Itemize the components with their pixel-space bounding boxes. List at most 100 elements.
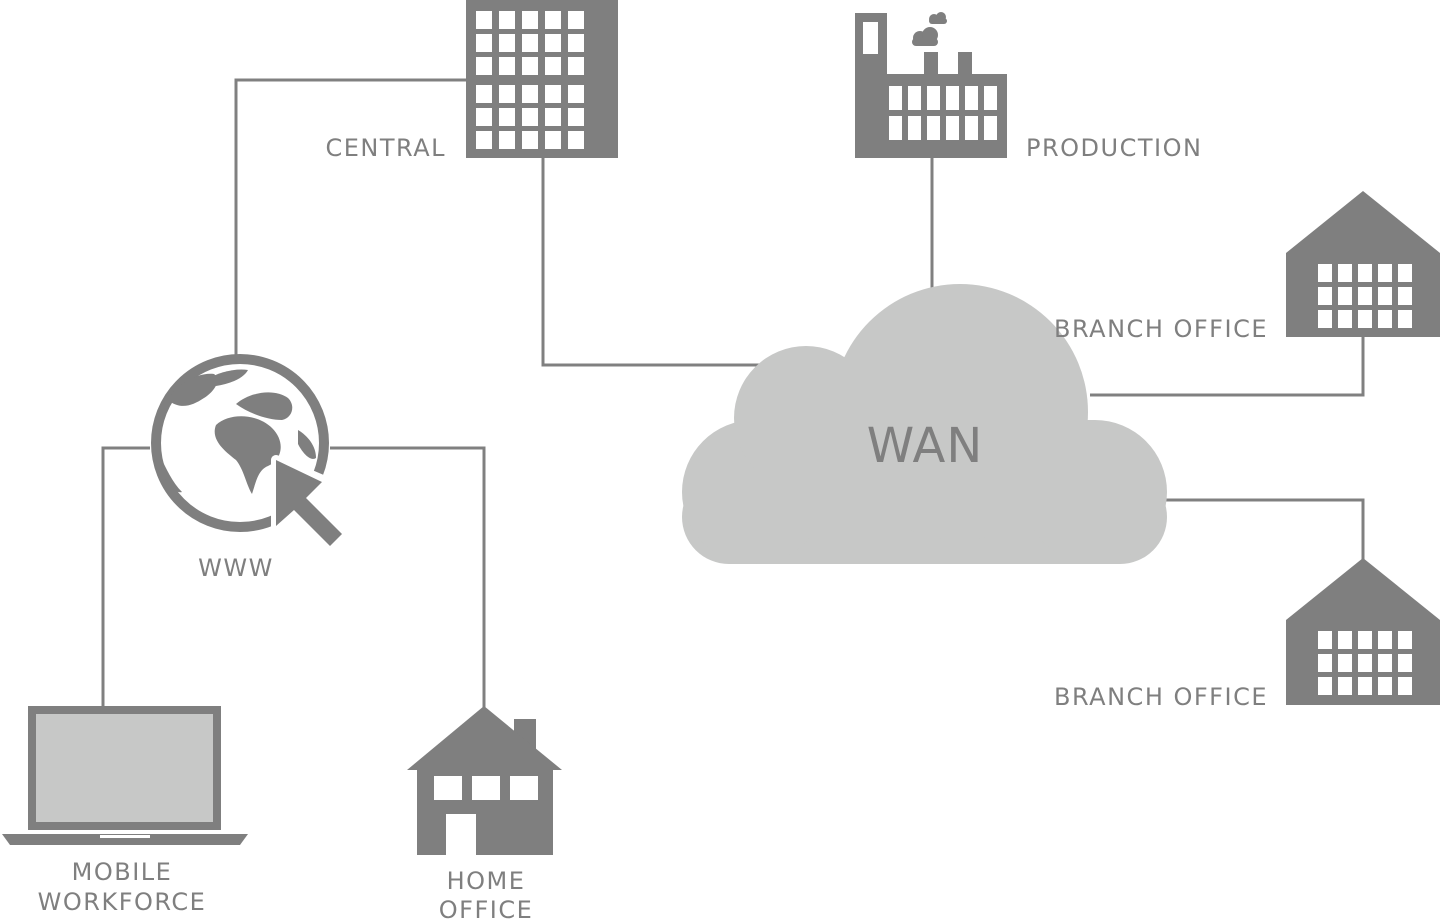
window: [1318, 631, 1332, 649]
window: [1338, 654, 1352, 672]
window: [568, 57, 584, 75]
window: [1398, 654, 1412, 672]
window: [476, 11, 492, 29]
window: [946, 116, 959, 140]
window: [927, 116, 940, 140]
window: [1398, 310, 1412, 328]
window: [499, 34, 515, 52]
warehouse-building-icon: [1286, 191, 1440, 337]
smoke-cloud-icon: [912, 12, 947, 46]
office-tower-icon: [466, 0, 618, 158]
window: [1378, 654, 1392, 672]
branch-office-node-1: BRANCH OFFICE: [1054, 191, 1440, 343]
window: [984, 86, 997, 110]
window: [499, 11, 515, 29]
window: [1318, 287, 1332, 305]
branch-office-label-2: BRANCH OFFICE: [1054, 683, 1268, 711]
mobile-workforce-node: MOBILE WORKFORCE: [2, 706, 248, 916]
window: [499, 108, 515, 126]
connector-central-www: [234, 78, 467, 355]
window: [1378, 264, 1392, 282]
window: [1358, 631, 1372, 649]
globe-with-cursor-icon: [151, 354, 355, 561]
central-node: CENTRAL: [325, 0, 618, 162]
window: [889, 86, 902, 110]
laptop-icon: [2, 706, 248, 845]
central-label: CENTRAL: [325, 134, 446, 162]
wan-cloud: WAN: [682, 284, 1167, 564]
home-office-label-line1: HOME: [447, 867, 526, 895]
connector-branch2-wan: [1165, 498, 1365, 560]
home-office-label-line2: OFFICE: [439, 896, 534, 924]
window: [1358, 287, 1372, 305]
window: [908, 116, 921, 140]
window: [476, 108, 492, 126]
window: [476, 131, 492, 149]
window: [522, 108, 538, 126]
window: [1338, 264, 1352, 282]
window: [1338, 310, 1352, 328]
window: [522, 57, 538, 75]
connector-www-home: [330, 446, 486, 708]
window: [946, 86, 959, 110]
cloud-icon: [682, 284, 1167, 564]
window: [1358, 654, 1372, 672]
window: [965, 86, 978, 110]
window: [545, 108, 561, 126]
branch-office-node-2: BRANCH OFFICE: [1054, 558, 1440, 711]
window: [1318, 310, 1332, 328]
window: [476, 34, 492, 52]
production-label: PRODUCTION: [1026, 134, 1202, 162]
window: [965, 116, 978, 140]
window: [1398, 677, 1412, 695]
window: [568, 85, 584, 103]
window: [1338, 287, 1352, 305]
window: [1398, 631, 1412, 649]
home-office-node: HOME OFFICE: [407, 706, 562, 924]
window: [499, 57, 515, 75]
mobile-workforce-label-line1: MOBILE: [72, 858, 173, 886]
window: [908, 86, 921, 110]
window: [545, 131, 561, 149]
window: [1358, 677, 1372, 695]
window: [1338, 631, 1352, 649]
window: [476, 85, 492, 103]
window: [476, 57, 492, 75]
connector-www-mobile: [101, 446, 150, 708]
www-label: WWW: [198, 554, 274, 582]
window: [568, 108, 584, 126]
window: [1318, 677, 1332, 695]
window: [545, 11, 561, 29]
window: [522, 85, 538, 103]
production-node: PRODUCTION: [855, 12, 1202, 162]
connector-branch1-wan: [1090, 336, 1365, 397]
window: [545, 85, 561, 103]
window: [522, 131, 538, 149]
connector-central-wan: [541, 157, 768, 367]
window: [984, 116, 997, 140]
window: [1358, 310, 1372, 328]
window: [1358, 264, 1372, 282]
wan-label: WAN: [867, 418, 984, 474]
factory-icon: [855, 12, 1007, 158]
warehouse-building-icon: [1286, 558, 1440, 705]
window: [1378, 631, 1392, 649]
window: [568, 34, 584, 52]
window: [1318, 264, 1332, 282]
window: [499, 85, 515, 103]
window: [568, 131, 584, 149]
window: [1398, 287, 1412, 305]
window: [1378, 287, 1392, 305]
window: [499, 131, 515, 149]
window: [889, 116, 902, 140]
window: [1398, 264, 1412, 282]
window: [522, 11, 538, 29]
connectors: [101, 78, 1365, 708]
house-icon: [407, 706, 562, 855]
window: [1378, 677, 1392, 695]
window: [1338, 677, 1352, 695]
window: [568, 11, 584, 29]
window: [927, 86, 940, 110]
window: [522, 34, 538, 52]
